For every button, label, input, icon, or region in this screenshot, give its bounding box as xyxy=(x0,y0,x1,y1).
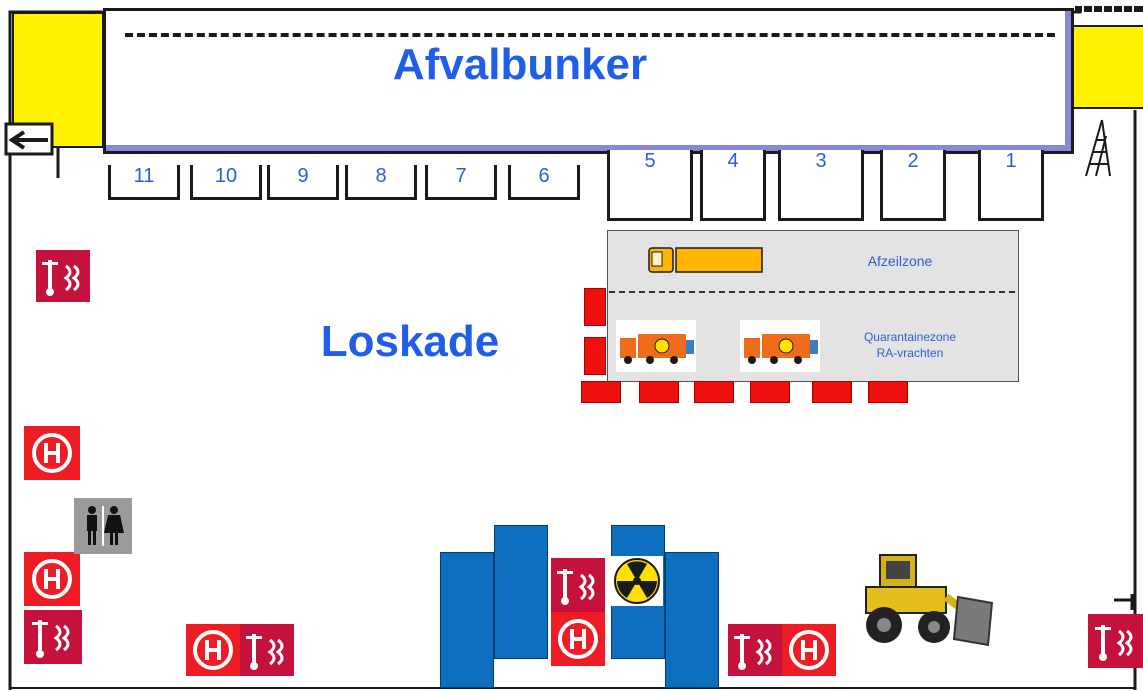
exit-arrow-icon xyxy=(4,122,54,156)
barrier xyxy=(868,381,908,403)
fire-hose-reel-icon xyxy=(36,250,90,302)
fire-hydrant-icon xyxy=(24,552,80,606)
barrier xyxy=(750,381,790,403)
radiation-icon xyxy=(611,556,663,606)
bay-8[interactable]: 8 xyxy=(345,165,417,200)
zone-divider xyxy=(609,291,1015,293)
toilet-icon xyxy=(74,498,132,554)
barrier xyxy=(581,381,621,403)
bay-4[interactable]: 4 xyxy=(700,150,766,221)
ra-truck-1 xyxy=(616,320,696,372)
bay-7[interactable]: 7 xyxy=(425,165,497,200)
bay-5[interactable]: 5 xyxy=(607,150,693,221)
ladder-icon xyxy=(1085,119,1111,177)
bay-10[interactable]: 10 xyxy=(190,165,262,200)
fire-hydrant-icon xyxy=(782,624,836,676)
container xyxy=(665,552,719,688)
bay-11[interactable]: 11 xyxy=(108,165,180,200)
barrier xyxy=(584,288,606,326)
wheel-loader-icon xyxy=(865,554,994,647)
barrier xyxy=(639,381,679,403)
quarantine-zone-label-line1: Quarantainezone xyxy=(863,330,957,344)
barrier xyxy=(694,381,734,403)
fire-hose-reel-icon xyxy=(728,624,782,676)
fire-hydrant-icon xyxy=(186,624,240,676)
quay-title: Loskade xyxy=(320,317,500,366)
ra-truck-2 xyxy=(740,320,820,372)
bunker-dashed-line xyxy=(125,33,1055,37)
bay-2[interactable]: 2 xyxy=(880,150,946,221)
bay-3[interactable]: 3 xyxy=(778,150,864,221)
fire-hose-reel-icon xyxy=(551,558,605,612)
bay-9[interactable]: 9 xyxy=(267,165,339,200)
bay-6[interactable]: 6 xyxy=(508,165,580,200)
wall-marker xyxy=(1114,594,1134,610)
fire-hose-reel-icon xyxy=(240,624,294,676)
stairwell-zone-right xyxy=(1070,25,1143,109)
bunker-title: Afvalbunker xyxy=(392,40,648,89)
container xyxy=(494,525,548,659)
waste-bunker xyxy=(103,8,1074,154)
stair-steps-icon xyxy=(1075,6,1143,12)
quarantine-zone-label-line2: RA-vrachten xyxy=(876,346,944,360)
fire-hydrant-icon xyxy=(551,612,605,666)
fire-hose-reel-icon xyxy=(1088,614,1143,668)
fire-hydrant-icon xyxy=(24,426,80,480)
fire-hose-reel-icon xyxy=(24,610,82,664)
container xyxy=(440,552,494,688)
unloading-zone-label: Afzeilzone xyxy=(867,253,933,269)
bay-1[interactable]: 1 xyxy=(978,150,1044,221)
truck-icon xyxy=(648,247,763,273)
barrier xyxy=(812,381,852,403)
barrier xyxy=(584,337,606,375)
